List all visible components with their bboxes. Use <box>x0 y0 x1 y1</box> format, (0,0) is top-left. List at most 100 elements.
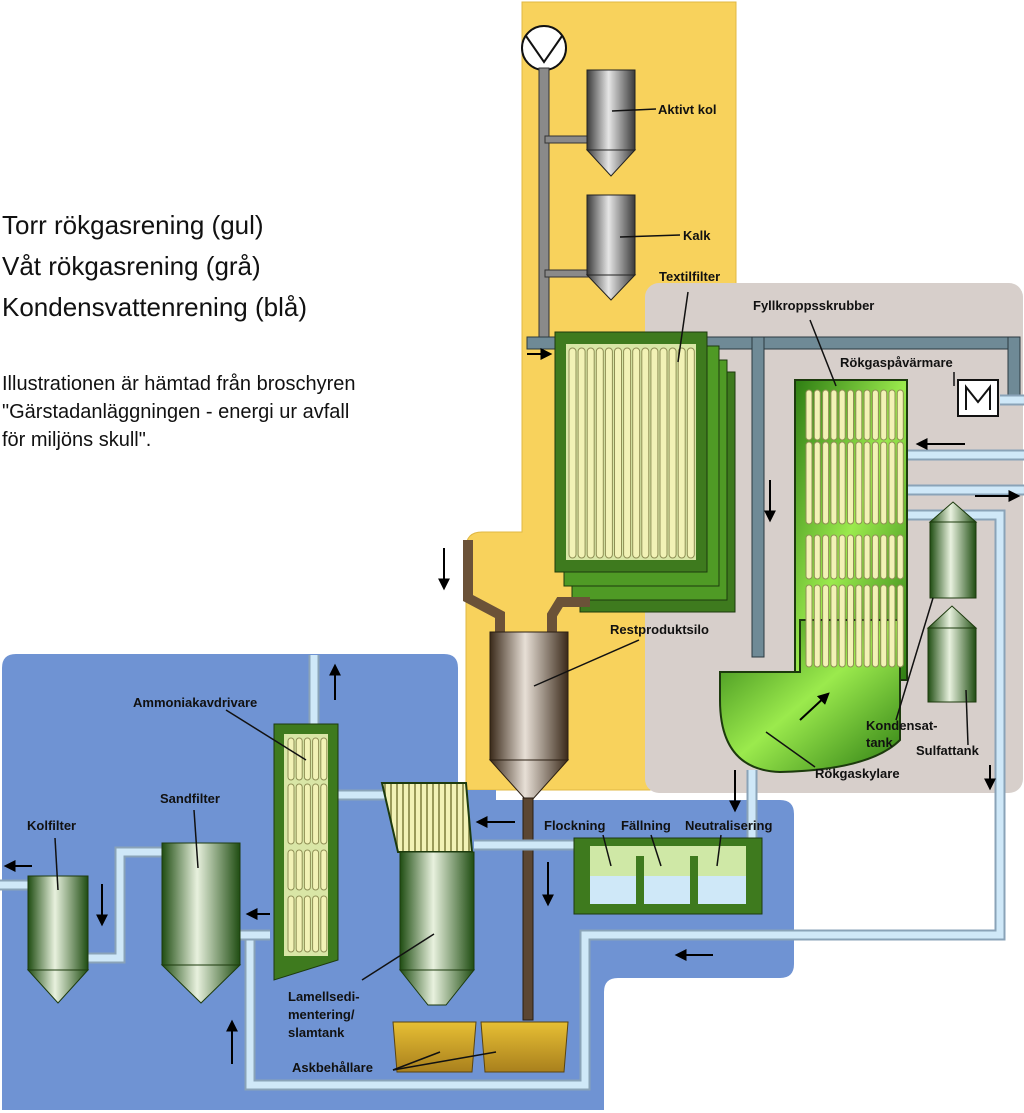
flow-arrows <box>3 348 1021 1064</box>
filter-element <box>855 441 863 525</box>
filter-element <box>659 347 668 559</box>
filter-element <box>896 441 904 525</box>
filter-element <box>896 534 904 580</box>
label-lamella-1: Lamellsedi- <box>288 989 360 1004</box>
legend-wet: Våt rökgasrening (grå) <box>2 251 261 281</box>
filter-element <box>614 347 622 559</box>
label-packed-scrubber: Fyllkroppsskrubber <box>753 298 874 313</box>
filter-element <box>320 849 328 891</box>
legend: Torr rökgasrening (gul) Våt rökgasrening… <box>2 205 307 328</box>
filter-element <box>838 441 846 525</box>
source-caption: Illustrationen är hämtad från broschyren… <box>2 370 356 454</box>
label-residue-silo: Restproduktsilo <box>610 622 709 637</box>
filter-element <box>303 783 311 845</box>
filter-element <box>847 534 854 580</box>
caption-line-2: "Gärstadanläggningen - energi ur avfall <box>2 401 350 423</box>
filter-element <box>888 584 896 668</box>
filter-element <box>577 347 586 559</box>
filter-element <box>880 441 888 525</box>
filter-element <box>847 389 854 441</box>
filter-element <box>287 737 295 781</box>
scrubber-packing <box>805 389 904 668</box>
filter-element <box>822 441 830 525</box>
filter-element <box>871 441 879 525</box>
label-lamella-3: slamtank <box>288 1025 345 1040</box>
label-lamella-2: mentering/ <box>288 1007 355 1022</box>
legend-dry: Torr rökgasrening (gul) <box>2 210 264 240</box>
filter-element <box>896 389 904 441</box>
leader-lines <box>54 108 969 1071</box>
filter-element <box>888 534 896 580</box>
filter-element <box>888 441 896 525</box>
label-ammonia-stripper: Ammoniakavdrivare <box>133 695 257 710</box>
filter-element <box>830 584 838 668</box>
ammonia-stripper-packing <box>287 737 328 953</box>
filter-element <box>586 347 595 559</box>
label-sand-filter: Sandfilter <box>160 791 220 806</box>
flue-gas-reheater <box>957 379 999 417</box>
filter-element <box>295 737 303 781</box>
filter-element <box>287 783 295 845</box>
filter-element <box>312 895 320 953</box>
label-neutralization: Neutralisering <box>685 818 772 833</box>
filter-element <box>838 534 846 580</box>
filter-element <box>822 534 830 580</box>
filter-element <box>312 849 320 891</box>
filter-element <box>847 441 854 525</box>
label-flue-gas-reheater: Rökgaspåvärmare <box>840 355 953 370</box>
label-textile-filter: Textilfilter <box>659 269 720 284</box>
filter-element <box>320 895 328 953</box>
filter-element <box>650 347 659 559</box>
filter-element <box>312 737 320 781</box>
filter-element <box>880 534 888 580</box>
filter-element <box>813 389 821 441</box>
filter-element <box>871 584 879 668</box>
label-condensate-tank-1: Kondensat- <box>866 718 938 733</box>
filter-element <box>822 389 830 441</box>
label-carbon-filter: Kolfilter <box>27 818 76 833</box>
label-sulfate-tank: Sulfattank <box>916 743 980 758</box>
filter-element <box>855 389 863 441</box>
filter-element <box>295 849 303 891</box>
filter-element <box>641 347 650 559</box>
filter-element <box>805 441 813 525</box>
filter-element <box>896 584 904 668</box>
filter-element <box>838 584 846 668</box>
caption-line-1: Illustrationen är hämtad från broschyren <box>2 373 356 395</box>
filter-element <box>287 895 295 953</box>
fan-icon <box>521 25 567 71</box>
label-flocculation: Flockning <box>544 818 605 833</box>
filter-element <box>604 347 613 559</box>
lime-silo <box>585 194 637 301</box>
filter-element <box>295 783 303 845</box>
condensate-tank <box>928 501 978 599</box>
sand-filter <box>160 842 242 1004</box>
legend-condensate: Kondensvattenrening (blå) <box>2 292 307 322</box>
filter-element <box>871 534 879 580</box>
filter-element <box>686 347 695 559</box>
label-condensate-tank-2: tank <box>866 735 894 750</box>
lamella-sedimentation <box>380 782 476 1006</box>
label-ash-containers: Askbehållare <box>292 1060 373 1075</box>
filter-element <box>677 347 686 559</box>
filter-element <box>668 347 677 559</box>
filter-element <box>303 849 311 891</box>
filter-element <box>320 737 328 781</box>
filter-element <box>855 584 863 668</box>
filter-element <box>863 534 871 580</box>
filter-element <box>863 441 871 525</box>
filter-element <box>880 584 888 668</box>
filter-element <box>813 584 821 668</box>
filter-element <box>805 584 813 668</box>
filter-element <box>855 534 863 580</box>
caption-line-3: för miljöns skull". <box>2 429 152 451</box>
label-activated-carbon: Aktivt kol <box>658 102 717 117</box>
label-flue-gas-cooler: Rökgaskylare <box>815 766 900 781</box>
filter-element <box>568 347 577 559</box>
filter-element <box>303 895 311 953</box>
condensate-pipes-right-inner <box>246 396 1024 1089</box>
filter-element <box>830 534 838 580</box>
filter-element <box>880 389 888 441</box>
filter-element <box>871 389 879 441</box>
